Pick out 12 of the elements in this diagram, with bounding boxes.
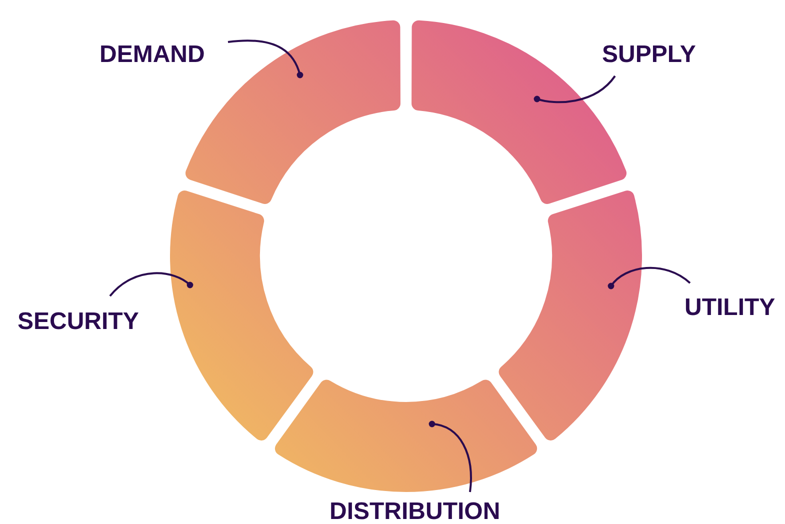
leader-line bbox=[109, 272, 194, 297]
segment-label: DEMAND bbox=[100, 41, 205, 69]
leader-line bbox=[534, 75, 616, 104]
ring-segment bbox=[498, 190, 642, 440]
segment-label: UTILITY bbox=[684, 294, 776, 322]
segment-label: SUPPLY bbox=[602, 41, 696, 69]
leader-line bbox=[228, 40, 304, 78]
segment-label: SECURITY bbox=[18, 308, 139, 336]
ring-segment bbox=[170, 190, 314, 440]
leader-line bbox=[608, 266, 691, 290]
ring-segment bbox=[274, 380, 538, 492]
segment-label: DISTRIBUTION bbox=[330, 498, 500, 524]
